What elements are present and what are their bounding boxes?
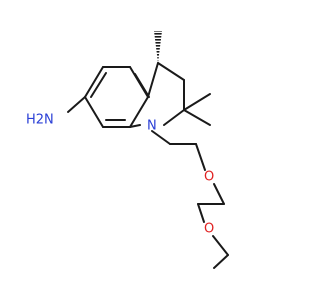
- molecule-structure: H2N N O O: [26, 31, 229, 269]
- bond-methyl-b: [183, 109, 211, 126]
- bond-o2-ch2: [212, 235, 229, 256]
- bond-c3-c4a-inner: [134, 73, 150, 98]
- bond-n-ch2: [151, 130, 171, 145]
- bond-o1-ch2: [213, 183, 225, 205]
- ring-nitrogen-label: N: [147, 119, 157, 134]
- bond-c6-c1: [84, 96, 104, 128]
- ether-side-chain: [151, 130, 229, 269]
- molecule-canvas: H2N N O O: [26, 31, 229, 269]
- bond-methyl-a: [183, 93, 211, 111]
- aromatic-ring: [84, 66, 150, 128]
- bond-c4a-c8a: [129, 96, 149, 128]
- bond-ethyl-terminal: [213, 254, 229, 269]
- bond-c4-c3: [157, 62, 185, 81]
- ether-oxygen-2-label: O: [204, 222, 214, 237]
- ether-oxygen-1-label: O: [204, 170, 214, 185]
- bond-c1-c2: [84, 66, 104, 98]
- bond-c4a-c4: [147, 62, 159, 98]
- amine-group-label: H2N: [26, 113, 54, 128]
- bond-aromatic-amine: [67, 96, 86, 113]
- bond-c2-n1: [163, 109, 185, 126]
- stereo-hashed-wedge: [154, 31, 162, 63]
- bond-ch2-o1: [195, 143, 206, 171]
- saturated-ring: [129, 62, 185, 128]
- bond-c1-c2-inner: [90, 72, 107, 98]
- bond-n1-c8a: [129, 124, 141, 128]
- bond-ch2-o2: [197, 203, 205, 223]
